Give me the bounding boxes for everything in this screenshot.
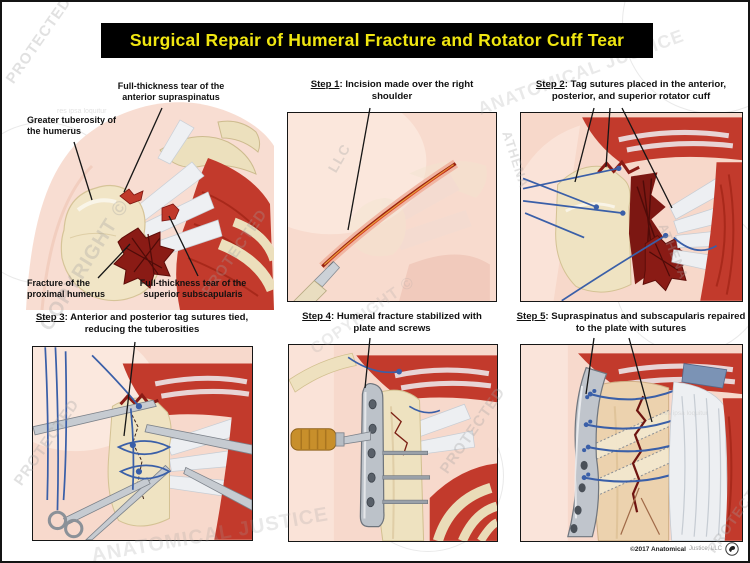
label-fracture: Fracture of the proximal humerus [27, 278, 106, 299]
incision [319, 159, 459, 270]
scalpel [293, 260, 341, 301]
rib [217, 238, 274, 293]
title-banner: Surgical Repair of Humeral Fracture and … [101, 23, 653, 58]
label-subscapularis-tear: Full-thickness tear of the superior subs… [139, 278, 247, 299]
colon: : [330, 311, 335, 322]
label-greater-tuberosity: Greater tuberosity of the humerus [27, 115, 117, 136]
step4-text: Humeral fracture stabilized with plate a… [336, 311, 482, 334]
step2-label: Step 2 [535, 79, 565, 90]
muscle-right [722, 398, 742, 541]
step3-label: Step 3 [35, 312, 65, 323]
fracture-lines [390, 411, 409, 456]
step3-panel [32, 346, 253, 541]
step5-text: Supraspinatus and subscapularis repaired… [551, 311, 746, 334]
step1-panel [287, 112, 497, 302]
tendon-fans [408, 403, 475, 456]
step5-label: Step 5 [516, 311, 546, 322]
step2-panel [520, 112, 743, 302]
step4-caption: Step 4: Humeral fracture stabilized with… [297, 311, 487, 335]
step1-text: Incision made over the right shoulder [345, 79, 474, 102]
reduced-bone [107, 397, 172, 527]
step2-illustration [521, 113, 742, 301]
plate [359, 382, 385, 528]
clavicle [289, 352, 357, 393]
page-title: Surgical Repair of Humeral Fracture and … [129, 30, 625, 50]
sutures [347, 356, 441, 414]
step3-text: Anterior and posterior tag sutures tied,… [70, 312, 249, 335]
step1-label: Step 1 [310, 79, 340, 90]
copyright-text: ©2017 Anatomical [630, 545, 686, 553]
repaired-tendon-bands [596, 409, 669, 497]
step4-illustration [289, 345, 497, 541]
step3-caption: Step 3: Anterior and posterior tag sutur… [28, 312, 256, 336]
torn-subscapularis [642, 234, 693, 292]
tag-sutures [522, 165, 717, 301]
screws [382, 450, 431, 504]
muscle-right [214, 408, 252, 540]
screwdriver [290, 428, 371, 451]
greater-tuberosity-bone [555, 165, 632, 293]
copyright-suffix: Justice, LLC [688, 546, 722, 552]
tendon-mass [668, 381, 730, 541]
colon: : [545, 311, 549, 322]
step5-illustration [521, 345, 742, 541]
colon: : [64, 312, 68, 323]
colon: : [564, 79, 568, 90]
step1-illustration [288, 113, 496, 301]
label-supraspinatus-tear: Full-thickness tear of the anterior supr… [117, 81, 225, 102]
anatomical-justice-logo-icon [725, 542, 739, 556]
step5-panel [520, 344, 743, 542]
colon: : [339, 79, 343, 90]
step3-illustration [33, 347, 252, 540]
step4-panel [288, 344, 498, 542]
plate [567, 366, 608, 538]
step4-label: Step 4 [302, 311, 331, 322]
step5-caption: Step 5: Supraspinatus and subscapularis … [516, 311, 746, 335]
step2-caption: Step 2: Tag sutures placed in the anteri… [516, 79, 746, 103]
ghost-anatomy [348, 161, 490, 301]
retractor [681, 363, 728, 389]
muscle-right [700, 162, 742, 301]
ribs [429, 463, 497, 541]
step2-text: Tag sutures placed in the anterior, post… [551, 79, 727, 102]
rib [232, 217, 274, 262]
step1-caption: Step 1: Incision made over the right sho… [302, 79, 482, 103]
